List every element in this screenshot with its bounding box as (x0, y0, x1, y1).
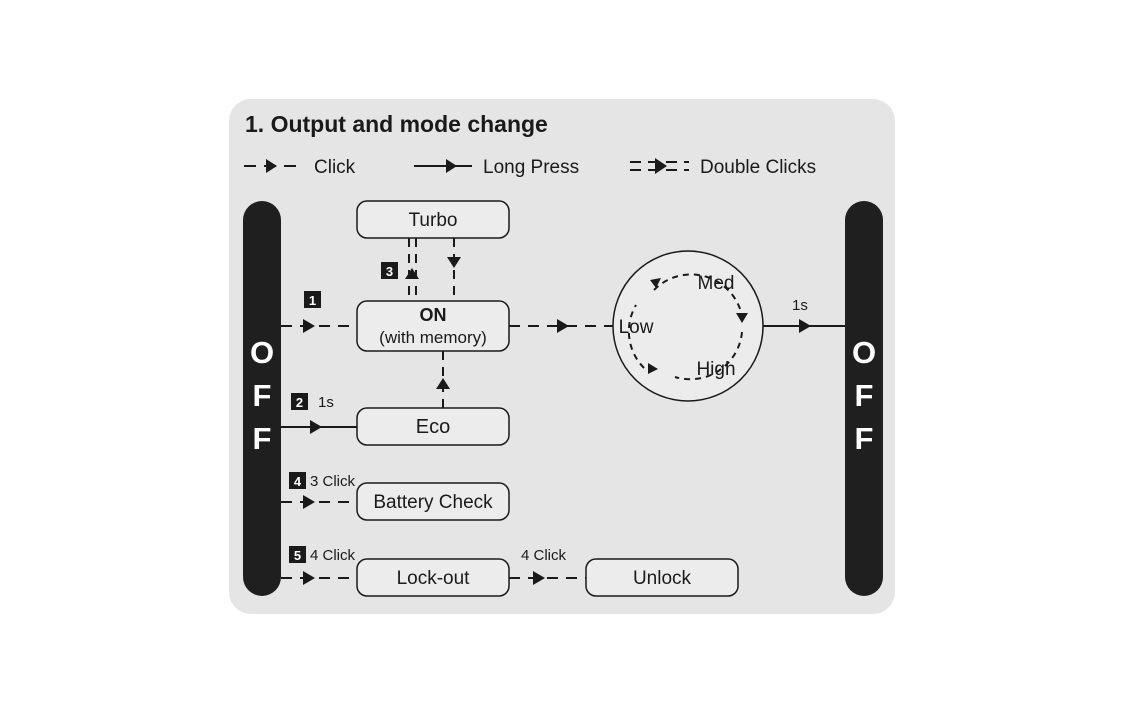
off-letter: F (253, 421, 272, 456)
node-lockout-label: Lock-out (397, 568, 471, 589)
annotation-off-time: 1s (792, 297, 808, 314)
connector-off-to-lockout (281, 571, 357, 585)
step-number: 4 (294, 474, 302, 489)
connector-lockout-to-unlock (509, 571, 586, 585)
cycle-arrow (736, 313, 748, 323)
step-number: 3 (386, 264, 393, 279)
legend-long-press-symbol (414, 159, 472, 173)
connector-off-to-battery (281, 495, 357, 509)
cycle-med-label: Med (698, 273, 735, 294)
legend-long-press-label: Long Press (483, 157, 579, 178)
off-bar-left: O F F (243, 201, 281, 596)
annotation-battery-clicks: 3 Click (310, 473, 356, 490)
connector-cycle-to-off (763, 319, 845, 333)
step-number: 1 (309, 293, 316, 308)
off-letter: O (852, 335, 876, 370)
node-unlock: Unlock (585, 558, 739, 597)
node-unlock-label: Unlock (633, 568, 692, 589)
legend-double-click-symbol (630, 158, 689, 174)
node-on-title: ON (420, 305, 447, 325)
legend-double-click-label: Double Clicks (700, 157, 816, 178)
cycle-low-label: Low (619, 317, 654, 338)
off-letter: O (250, 335, 274, 370)
connector-off-to-eco (281, 420, 357, 434)
node-battery-check-label: Battery Check (373, 492, 493, 513)
step-badge-5: 5 (289, 546, 306, 563)
cycle-arrow (648, 363, 658, 374)
diagram-panel (229, 99, 895, 614)
connector-on-to-turbo (405, 238, 419, 301)
legend-click-symbol (244, 159, 302, 173)
step-number: 2 (296, 395, 303, 410)
step-badge-4: 4 (289, 472, 306, 489)
step-badge-2: 2 (291, 393, 308, 410)
legend: Click Long Press Double Clicks (244, 157, 816, 178)
step-badge-3: 3 (381, 262, 398, 279)
connector-eco-to-on (436, 351, 450, 408)
off-bar-right: O F F (845, 201, 883, 596)
off-letter: F (855, 421, 874, 456)
cycle-arrow (650, 278, 661, 288)
step-number: 5 (294, 548, 301, 563)
cycle-high-label: High (696, 359, 735, 380)
connector-off-to-on (281, 319, 357, 333)
node-lockout: Lock-out (356, 558, 510, 597)
off-letter: F (855, 378, 874, 413)
connector-turbo-to-on (447, 238, 461, 301)
node-on: ON (with memory) (356, 300, 510, 352)
annotation-unlock-clicks: 4 Click (521, 547, 567, 564)
node-eco: Eco (356, 407, 510, 446)
annotation-lockout-clicks: 4 Click (310, 547, 356, 564)
connector-on-to-cycle (509, 319, 613, 333)
node-turbo-label: Turbo (409, 210, 458, 231)
node-turbo: Turbo (356, 200, 510, 239)
node-on-subtitle: (with memory) (379, 328, 487, 347)
annotation-eco-time: 1s (318, 394, 334, 411)
off-letter: F (253, 378, 272, 413)
node-eco-label: Eco (416, 416, 450, 438)
node-battery-check: Battery Check (356, 482, 510, 521)
diagram-title: 1. Output and mode change (245, 111, 548, 137)
legend-click-label: Click (314, 157, 356, 178)
brightness-cycle: Low Med High (612, 250, 764, 402)
step-badge-1: 1 (304, 291, 321, 308)
